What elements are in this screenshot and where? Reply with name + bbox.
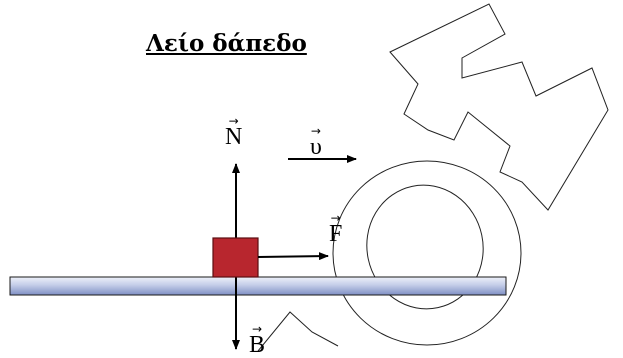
watermark-inner-ring (366, 184, 484, 310)
watermark-outer-ring (332, 160, 522, 346)
force-arrow (257, 252, 329, 261)
weight-label: → B (249, 322, 266, 358)
vector-arrow-icon: → (251, 322, 263, 336)
velocity-label: → υ (310, 124, 322, 160)
normal-force-label: → N (225, 114, 243, 150)
watermark-zigzag-bottom (257, 311, 339, 351)
watermark-zigzag-top (389, 3, 609, 211)
diagram-title: Λείο δάπεδο (146, 30, 307, 57)
vector-arrow-icon: → (228, 114, 239, 128)
watermark (257, 3, 609, 351)
vector-arrow-icon: → (330, 211, 341, 225)
force-label: → F (329, 211, 343, 247)
vector-arrow-icon: → (310, 124, 321, 138)
floor-surface (9, 276, 507, 296)
block (212, 237, 259, 278)
